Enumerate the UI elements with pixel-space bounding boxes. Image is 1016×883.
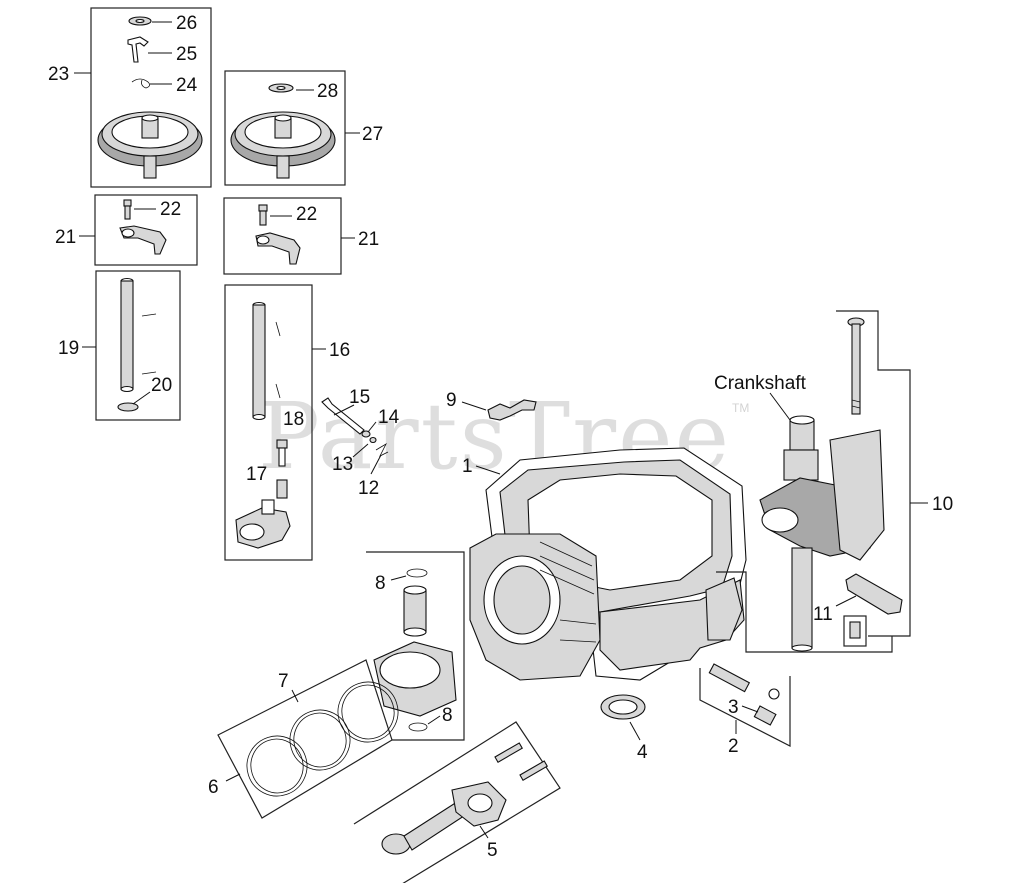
link-11 bbox=[845, 573, 903, 615]
washer-20 bbox=[117, 402, 139, 412]
callout-21-right: 21 bbox=[358, 229, 379, 250]
ring-3 bbox=[246, 735, 308, 797]
callout-14: 14 bbox=[378, 407, 400, 428]
bushing-17 bbox=[276, 479, 288, 499]
group-2-frame bbox=[699, 668, 791, 747]
callout-7: 7 bbox=[278, 671, 289, 692]
callout-12: 12 bbox=[358, 478, 379, 499]
bolt-long bbox=[851, 323, 861, 415]
oil-seal-4[interactable] bbox=[600, 694, 646, 741]
callout-13: 13 bbox=[332, 454, 353, 475]
callout-26: 26 bbox=[176, 13, 197, 34]
group-27-frame bbox=[224, 70, 346, 186]
callout-21-left: 21 bbox=[55, 227, 76, 248]
ring-2 bbox=[289, 709, 351, 771]
group-10-frame bbox=[836, 310, 911, 637]
part-group-27[interactable] bbox=[224, 70, 360, 186]
crankcase-1[interactable] bbox=[469, 447, 747, 681]
callout-4: 4 bbox=[637, 742, 648, 763]
part-group-rings[interactable] bbox=[217, 659, 406, 819]
callout-16: 16 bbox=[329, 340, 350, 361]
breather-9[interactable] bbox=[461, 399, 537, 421]
conrod-bolt-2 bbox=[519, 760, 549, 781]
governor-lever-parts[interactable] bbox=[321, 397, 389, 475]
part-group-5[interactable] bbox=[353, 721, 561, 883]
part-group-21-right[interactable] bbox=[223, 197, 355, 275]
group-23-frame bbox=[90, 7, 212, 188]
callout-2: 2 bbox=[728, 736, 739, 757]
group-19-frame bbox=[95, 270, 181, 421]
callout-10: 10 bbox=[932, 494, 953, 515]
bolt-22-left bbox=[124, 205, 131, 220]
callout-15: 15 bbox=[349, 387, 370, 408]
part-group-10[interactable] bbox=[716, 310, 928, 653]
part-group-16[interactable] bbox=[224, 284, 326, 561]
bushing-11 bbox=[849, 621, 861, 639]
callout-3: 3 bbox=[728, 697, 739, 718]
part-group-2[interactable] bbox=[699, 663, 791, 747]
part-group-19[interactable] bbox=[82, 270, 181, 421]
callout-20: 20 bbox=[151, 375, 172, 396]
pin-13 bbox=[369, 436, 377, 444]
callout-labels: 26 25 24 23 28 27 22 22 21 21 19 20 16 1… bbox=[48, 13, 953, 861]
callout-23: 23 bbox=[48, 64, 69, 85]
rings-frame bbox=[217, 659, 393, 819]
bolt-18 bbox=[276, 439, 288, 449]
circlip-8-bottom bbox=[408, 722, 428, 732]
callout-28: 28 bbox=[317, 81, 338, 102]
fitting-3 bbox=[753, 705, 777, 726]
callout-11: 11 bbox=[813, 604, 833, 625]
callout-8-bottom: 8 bbox=[442, 705, 453, 726]
part-group-21-left[interactable] bbox=[79, 194, 198, 266]
callout-25: 25 bbox=[176, 44, 197, 65]
circlip-8-top bbox=[406, 568, 428, 578]
piston-pin bbox=[403, 589, 427, 633]
crank-output-shaft bbox=[791, 547, 813, 649]
crankcase-cover bbox=[829, 429, 885, 561]
callout-27: 27 bbox=[362, 124, 383, 145]
group-21-right-frame bbox=[223, 197, 342, 275]
washer-14 bbox=[361, 430, 371, 438]
clip-12 bbox=[375, 442, 389, 457]
watermark-trademark: TM bbox=[732, 401, 749, 415]
callout-8-top: 8 bbox=[375, 573, 386, 594]
crankshaft-label: Crankshaft bbox=[714, 373, 807, 394]
callout-22-left: 22 bbox=[160, 199, 181, 220]
lever-15 bbox=[321, 397, 365, 435]
callout-1: 1 bbox=[462, 456, 473, 477]
shaft-19 bbox=[120, 280, 134, 390]
callout-6: 6 bbox=[208, 777, 219, 798]
callout-24: 24 bbox=[176, 75, 198, 96]
bolt-22-right bbox=[259, 210, 267, 226]
conrod-bolt-1 bbox=[494, 742, 524, 763]
callout-22-right: 22 bbox=[296, 204, 317, 225]
ring-1 bbox=[337, 681, 399, 743]
group-16-frame bbox=[224, 284, 313, 561]
conrod-frame bbox=[353, 721, 561, 883]
callout-17: 17 bbox=[246, 464, 267, 485]
tube-2 bbox=[708, 663, 751, 693]
group-21-left-frame bbox=[94, 194, 198, 266]
callout-5: 5 bbox=[487, 840, 498, 861]
part-group-23[interactable] bbox=[74, 7, 212, 188]
piston-frame bbox=[366, 551, 465, 741]
callout-18: 18 bbox=[283, 409, 304, 430]
callout-9: 9 bbox=[446, 390, 457, 411]
callout-19: 19 bbox=[58, 338, 79, 359]
lever-25 bbox=[127, 36, 149, 63]
shaft-16 bbox=[252, 304, 266, 418]
spring-24 bbox=[131, 78, 150, 89]
